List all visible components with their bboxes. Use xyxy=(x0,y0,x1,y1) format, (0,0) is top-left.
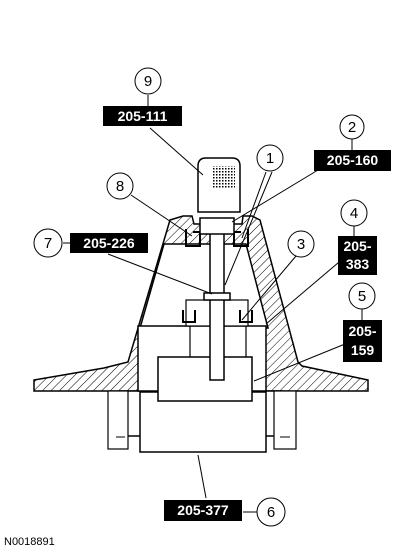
tool-label-5-line1: 205- xyxy=(348,323,376,339)
handle-tool xyxy=(197,157,241,213)
callout-7-number: 7 xyxy=(44,235,52,252)
callout-6-number: 6 xyxy=(267,504,275,521)
callout-9: 9 xyxy=(134,67,162,95)
callout-9-number: 9 xyxy=(144,73,152,90)
figure-id: N0018891 xyxy=(4,536,55,548)
callout-2-number: 2 xyxy=(348,119,356,136)
tool-label-205-377: 205-377 xyxy=(164,500,242,521)
callout-1-number: 1 xyxy=(266,150,274,167)
callout-3-number: 3 xyxy=(297,236,305,253)
tool-label-2-text: 205-160 xyxy=(327,152,379,168)
callout-5: 5 xyxy=(348,282,376,310)
upper-seal xyxy=(185,217,249,247)
tool-label-6-text: 205-377 xyxy=(177,502,229,518)
tool-label-7-text: 205-226 xyxy=(83,235,135,251)
tool-label-205-160: 205-160 xyxy=(314,150,391,171)
callout-8-number: 8 xyxy=(116,178,124,195)
callout-5-number: 5 xyxy=(358,288,366,305)
leader-lines xyxy=(63,95,363,513)
tool-label-5-line2: 159 xyxy=(351,342,375,358)
tool-label-205-226: 205-226 xyxy=(70,233,148,253)
callout-4-number: 4 xyxy=(350,205,358,222)
tool-label-4-line1: 205- xyxy=(343,238,371,254)
tool-label-205-159: 205- 159 xyxy=(343,320,382,362)
tool-label-205-111: 205-111 xyxy=(103,106,182,126)
callout-1: 1 xyxy=(256,144,284,172)
callout-8: 8 xyxy=(106,172,134,200)
forcing-screw xyxy=(203,223,231,381)
callout-3: 3 xyxy=(287,230,315,258)
callout-4: 4 xyxy=(340,199,368,227)
callout-2: 2 xyxy=(339,114,365,140)
tool-label-9-text: 205-111 xyxy=(118,108,168,124)
receiver-cup xyxy=(137,325,267,402)
callout-7: 7 xyxy=(33,228,63,258)
tool-label-205-383: 205- 383 xyxy=(338,236,377,275)
tool-label-4-line2: 383 xyxy=(346,256,370,272)
callout-6: 6 xyxy=(256,497,286,527)
